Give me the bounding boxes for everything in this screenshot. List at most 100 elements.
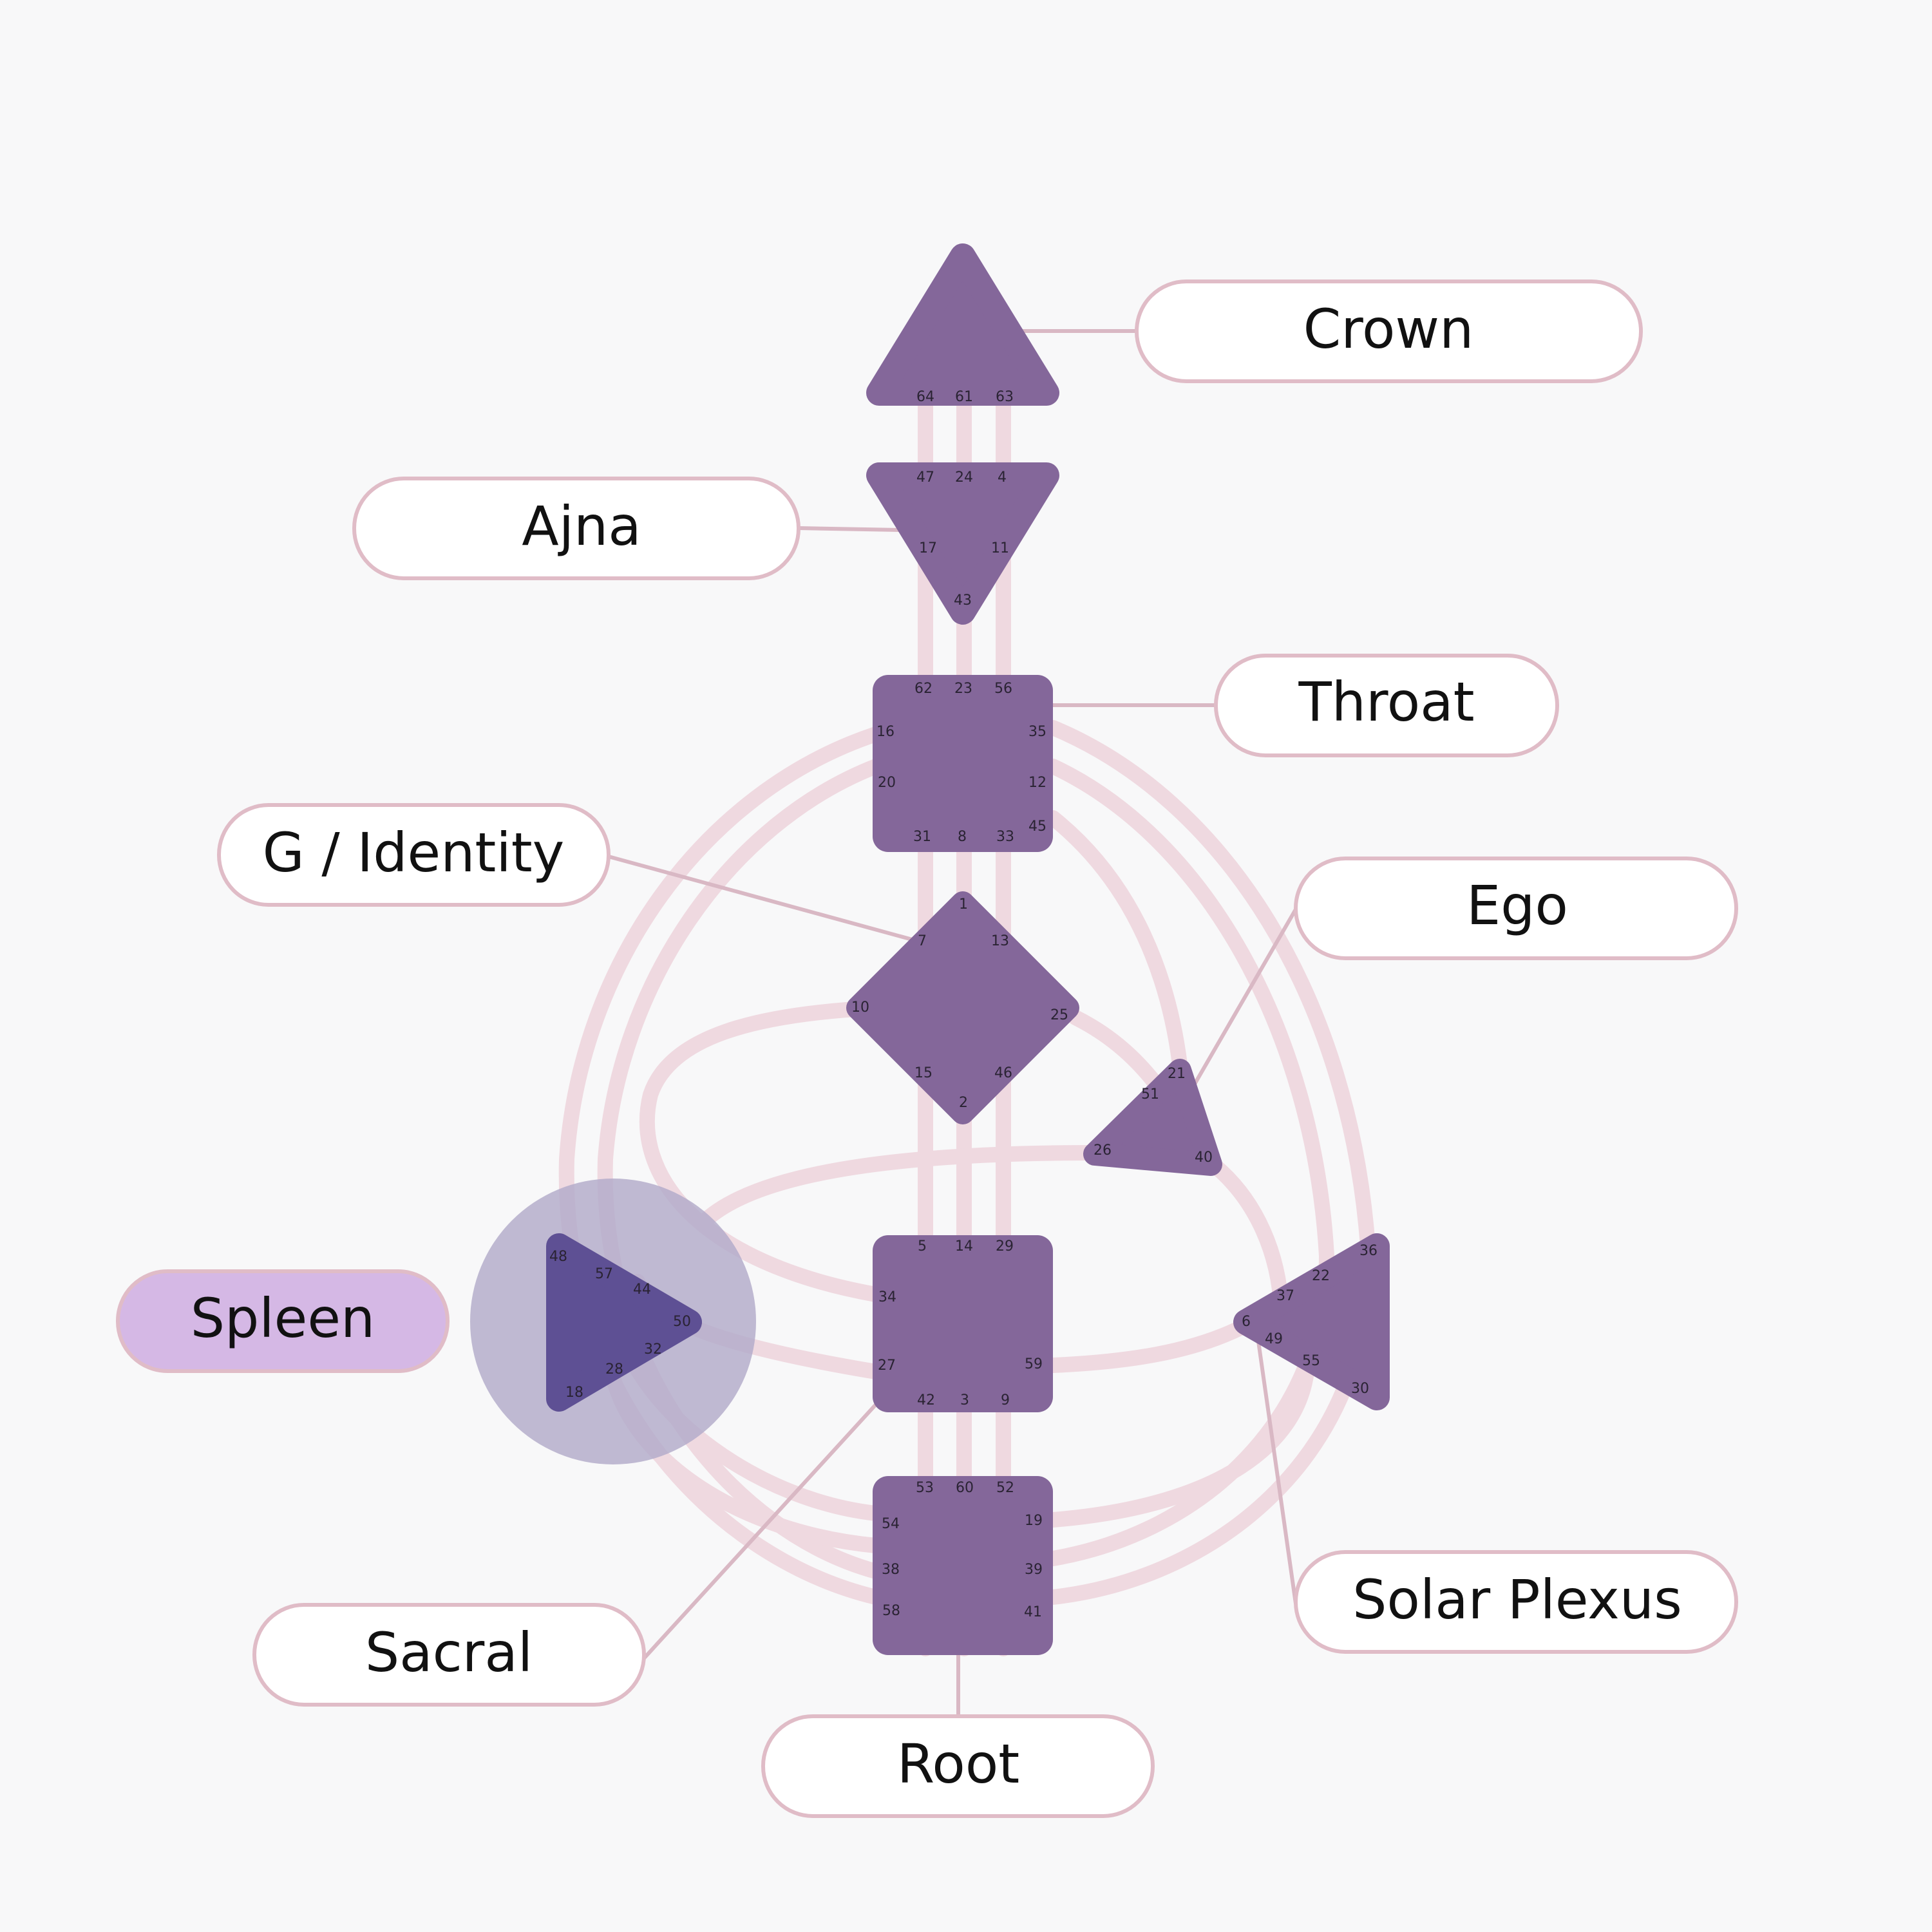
gate-number: 21 (1168, 1066, 1186, 1082)
gate-number: 32 (644, 1341, 662, 1358)
gate-number: 36 (1359, 1243, 1378, 1259)
gate-number: 22 (1312, 1268, 1330, 1284)
ego-center[interactable] (1083, 1059, 1222, 1176)
label-pill-g[interactable]: G / Identity (217, 803, 611, 907)
gate-number: 26 (1094, 1142, 1112, 1159)
connector-lines (607, 329, 1298, 1718)
gate-number: 19 (1025, 1513, 1043, 1529)
gate-number: 31 (913, 829, 931, 845)
gate-number: 15 (914, 1065, 933, 1081)
label-crown: Crown (1303, 298, 1474, 361)
solar-plexus-center[interactable] (1233, 1233, 1390, 1410)
label-pill-solar-plexus[interactable]: Solar Plexus (1294, 1550, 1738, 1654)
gate-numbers: 64 61 63 47 24 4 17 11 43 62 23 56 16 35… (549, 389, 1378, 1620)
gate-number: 29 (996, 1238, 1014, 1255)
center-labels: Crown Ajna Throat G / Identity Ego Splee… (116, 279, 1738, 1818)
sacral-center[interactable] (873, 1235, 1053, 1412)
gate-number: 37 (1276, 1288, 1294, 1304)
gate-number: 56 (994, 681, 1012, 697)
gate-number: 61 (955, 389, 973, 405)
gate-number: 8 (958, 829, 967, 845)
spleen-center[interactable] (546, 1233, 702, 1412)
crown-center[interactable] (866, 243, 1059, 406)
channel-arc (639, 1000, 884, 1302)
gate-number: 48 (549, 1249, 567, 1265)
channel-arc (1045, 759, 1335, 1566)
gate-number: 4 (998, 469, 1007, 486)
gate-number: 43 (954, 592, 972, 609)
gate-number: 63 (996, 389, 1014, 405)
channel-arc (1045, 1358, 1315, 1528)
gate-number: 10 (851, 999, 869, 1016)
channel-arc (558, 726, 884, 1605)
channel-arc (694, 1145, 1103, 1231)
gate-number: 13 (991, 933, 1009, 949)
channel-arc (1068, 1010, 1167, 1096)
gate-number: 33 (996, 829, 1014, 845)
gate-number: 1 (959, 896, 968, 913)
gate-number: 57 (595, 1266, 613, 1282)
channel-arc (1045, 1319, 1251, 1373)
gate-number: 6 (1242, 1314, 1251, 1330)
gate-number: 44 (633, 1282, 651, 1298)
label-ajna: Ajna (522, 495, 641, 558)
label-pill-crown[interactable]: Crown (1135, 279, 1643, 383)
gate-number: 47 (916, 469, 934, 486)
channel-arc (1045, 810, 1189, 1090)
g-identity-center[interactable] (846, 891, 1079, 1124)
label-pill-spleen[interactable]: Spleen (116, 1269, 450, 1373)
throat-center[interactable] (873, 675, 1053, 852)
gate-number: 23 (954, 681, 972, 697)
label-pill-ego[interactable]: Ego (1294, 857, 1738, 960)
gate-number: 27 (878, 1358, 896, 1374)
label-pill-sacral[interactable]: Sacral (252, 1603, 646, 1707)
gate-number: 34 (878, 1289, 896, 1305)
gate-number: 59 (1025, 1356, 1043, 1372)
gate-number: 5 (918, 1238, 927, 1255)
connector-ego (1175, 907, 1298, 1116)
gate-number: 40 (1195, 1150, 1213, 1166)
gate-number: 62 (914, 681, 933, 697)
gate-number: 60 (956, 1480, 974, 1496)
gate-number: 51 (1141, 1086, 1159, 1103)
root-center[interactable] (873, 1476, 1053, 1655)
gate-number: 28 (605, 1361, 623, 1378)
label-sacral: Sacral (365, 1621, 533, 1684)
label-spleen: Spleen (191, 1287, 375, 1350)
gate-number: 12 (1028, 775, 1046, 791)
gate-number: 55 (1302, 1353, 1320, 1369)
gate-number: 54 (882, 1516, 900, 1532)
label-pill-throat[interactable]: Throat (1214, 654, 1559, 757)
label-solar-plexus: Solar Plexus (1352, 1568, 1682, 1631)
gate-number: 39 (1025, 1562, 1043, 1578)
label-pill-ajna[interactable]: Ajna (352, 477, 800, 580)
gate-number: 14 (955, 1238, 973, 1255)
label-throat: Throat (1298, 670, 1474, 734)
label-g-identity: G / Identity (263, 821, 565, 884)
gate-number: 52 (996, 1480, 1014, 1496)
gate-number: 45 (1028, 819, 1046, 835)
gate-number: 38 (882, 1562, 900, 1578)
gate-number: 24 (955, 469, 973, 486)
gate-number: 18 (565, 1385, 583, 1401)
gate-number: 35 (1028, 724, 1046, 740)
gate-number: 53 (916, 1480, 934, 1496)
gate-number: 3 (960, 1392, 969, 1408)
label-ego: Ego (1466, 874, 1568, 937)
gate-number: 58 (882, 1603, 900, 1619)
gate-number: 11 (991, 540, 1009, 556)
connector-g (607, 855, 952, 952)
gate-number: 41 (1024, 1604, 1042, 1620)
centers (546, 243, 1390, 1655)
ajna-center[interactable] (866, 462, 1059, 625)
label-root: Root (897, 1732, 1019, 1795)
gate-number: 64 (916, 389, 934, 405)
gate-number: 50 (673, 1314, 691, 1330)
gate-number: 42 (917, 1392, 935, 1408)
gate-number: 7 (918, 933, 927, 949)
label-pill-root[interactable]: Root (761, 1714, 1155, 1818)
gate-number: 30 (1351, 1381, 1369, 1397)
connector-solar (1254, 1321, 1298, 1605)
gate-number: 2 (959, 1095, 968, 1111)
